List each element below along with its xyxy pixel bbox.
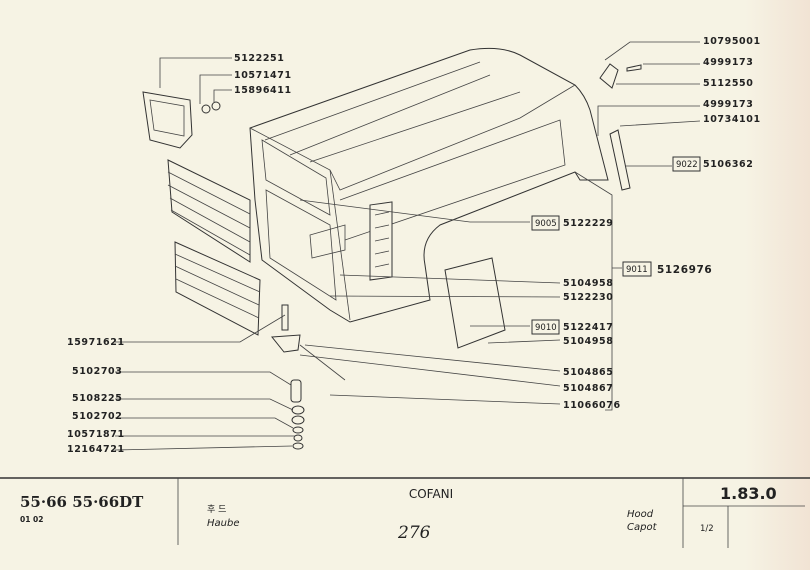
boxed-part-labels: 9022 5106362 9005 5122229 9011 5126976 9… (531, 156, 753, 335)
part-number: 4999173 (703, 57, 753, 68)
part-number: 5104865 (563, 367, 613, 378)
section-title: COFANI (409, 487, 453, 501)
part-number: 10571471 (234, 70, 292, 81)
title-english: Hood (627, 509, 654, 520)
part-number: 5102703 (72, 366, 122, 377)
part-number: 15896411 (234, 85, 292, 96)
model-codes: 01 02 (20, 515, 44, 524)
part-number: 10571871 (67, 429, 125, 440)
grille-lower (174, 241, 261, 336)
model-numbers: 55·66 55·66DT (20, 493, 144, 511)
page-number: 1/2 (700, 524, 714, 534)
ref-box: 9005 (535, 219, 557, 229)
part-labels-right: 5104958 5122230 5104958 5104865 5104867 … (563, 278, 621, 411)
part-number: 5122230 (563, 292, 613, 303)
handwritten-number: 276 (397, 523, 431, 543)
grille-upper (167, 159, 251, 263)
part-labels-top-left: 5122251 10571471 15896411 (234, 53, 292, 96)
ref-box: 9011 (626, 265, 648, 275)
hood-drawing (142, 47, 642, 450)
part-number: 15971621 (67, 337, 125, 348)
title-german: Haube (207, 518, 240, 529)
part-number: 10734101 (703, 114, 761, 125)
part-number: 11066076 (563, 400, 621, 411)
part-labels-left: 15971621 5102703 5108225 5102702 1057187… (67, 337, 125, 455)
part-labels-top-right: 10795001 4999173 5112550 4999173 1073410… (703, 36, 761, 125)
part-number: 10795001 (703, 36, 761, 47)
part-number: 5108225 (72, 393, 122, 404)
title-french: Capot (627, 522, 658, 533)
part-number: 5112550 (703, 78, 753, 89)
part-number: 5104958 (563, 336, 613, 347)
part-number: 5122417 (563, 322, 613, 333)
part-number: 5102702 (72, 411, 122, 422)
ref-box: 9022 (676, 160, 698, 170)
part-number: 4999173 (703, 99, 753, 110)
part-number: 5122229 (563, 218, 613, 229)
ref-box: 9010 (535, 323, 557, 333)
leader-lines (114, 41, 701, 451)
title-korean: 후 드 (207, 504, 226, 515)
part-number: 5104867 (563, 383, 613, 394)
part-number: 5106362 (703, 159, 753, 170)
part-number: 5104958 (563, 278, 613, 289)
part-number: 5122251 (234, 53, 284, 64)
part-number: 5126976 (657, 264, 712, 276)
title-block: 55·66 55·66DT 01 02 COFANI 후 드 Haube 276… (0, 477, 810, 548)
part-number: 12164721 (67, 444, 125, 455)
section-number: 1.83.0 (720, 484, 777, 503)
